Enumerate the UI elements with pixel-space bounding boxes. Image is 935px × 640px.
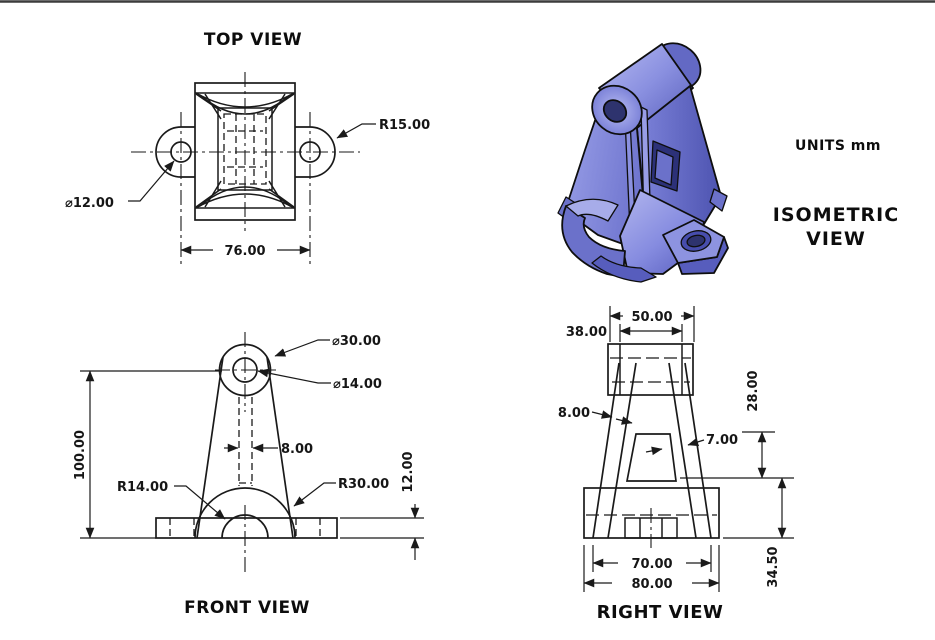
leader-arch-radius-text: R14.00 — [117, 480, 168, 495]
dim-boss-diameter: 38.00 — [566, 324, 683, 342]
dim-boss-diameter-text: 38.00 — [566, 325, 607, 340]
window-inner-face — [654, 149, 674, 186]
dim-tab-span: 76.00 — [180, 244, 311, 259]
leader-boss-od-text: ⌀30.00 — [332, 334, 381, 349]
dim-tab-span-text: 76.00 — [224, 244, 265, 259]
dim-window-height: 28.00 — [680, 370, 794, 479]
left-tab-outline — [155, 126, 195, 178]
leader-tab-radius: R15.00 — [336, 118, 430, 139]
dim-overall-height: 100.00 — [73, 370, 222, 539]
isometric-view-title-line2: VIEW — [806, 228, 866, 250]
right-tab-hole — [299, 141, 321, 163]
dim-overall-height-text: 100.00 — [73, 430, 88, 480]
leader-boss-id: ⌀14.00 — [257, 368, 382, 392]
dim-rib-width-text: 8.00 — [281, 442, 313, 457]
dim-rib-width: 8.00 — [224, 442, 313, 457]
cradle-top-band — [565, 198, 619, 222]
cradle-front-face — [561, 205, 626, 278]
leader-leg-thickness: 8.00 — [558, 406, 633, 425]
dim-base-inner-span: 70.00 — [592, 545, 712, 572]
leader-boss-id-text: ⌀14.00 — [333, 377, 382, 392]
tab-hole — [686, 234, 706, 248]
front-view-linework — [155, 332, 338, 575]
right-flange-tip — [709, 188, 728, 212]
cradle-bottom-face — [591, 255, 657, 283]
left-tab-hole — [170, 141, 192, 163]
leader-cradle-radius: R30.00 — [293, 477, 389, 507]
dim-boss-length-text: 50.00 — [631, 310, 672, 325]
dim-window-height-text: 28.00 — [746, 370, 761, 411]
units-label: UNITS mm — [795, 138, 881, 154]
leader-cradle-radius-text: R30.00 — [338, 477, 389, 492]
dim-base-inner-span-text: 70.00 — [631, 557, 672, 572]
front-view: 100.00 12.00 8.00 ⌀30.00 ⌀14.00 R14.00 — [73, 332, 424, 618]
top-view-linework — [131, 72, 360, 264]
leader-rib-thickness-text: 7.00 — [706, 433, 738, 448]
leader-rib-thickness: 7.00 — [645, 433, 738, 456]
right-view: 50.00 38.00 8.00 7.00 28.00 34.50 — [558, 306, 794, 623]
cradle-arc — [194, 487, 296, 539]
leader-leg-thickness-text: 8.00 — [558, 406, 590, 421]
cylinder-bore-hole — [602, 99, 628, 123]
leader-boss-od: ⌀30.00 — [274, 334, 381, 357]
leader-arch-radius: R14.00 — [117, 480, 226, 520]
right-view-linework — [583, 343, 720, 548]
dim-base-height-text: 12.00 — [401, 451, 416, 492]
isometric-view-title-line1: ISOMETRIC — [773, 204, 899, 226]
dim-lower-height-text: 34.50 — [766, 546, 781, 587]
dim-base-width: 80.00 — [583, 545, 720, 592]
leader-tab-hole-text: ⌀12.00 — [65, 196, 114, 211]
front-view-title: FRONT VIEW — [184, 598, 310, 618]
dim-base-height: 12.00 — [340, 451, 424, 560]
isometric-part — [557, 42, 729, 283]
right-view-title: RIGHT VIEW — [597, 602, 724, 623]
top-view: TOP VIEW — [65, 30, 430, 264]
window-trapezoid — [625, 433, 677, 482]
leader-tab-radius-text: R15.00 — [379, 118, 430, 133]
dim-base-width-text: 80.00 — [631, 577, 672, 592]
top-view-title: TOP VIEW — [204, 30, 302, 50]
isometric-view: UNITS mm ISOMETRIC VIEW — [557, 42, 899, 283]
dim-boss-length: 50.00 — [609, 306, 695, 342]
leader-tab-hole: ⌀12.00 — [65, 160, 175, 211]
right-tab-outline — [295, 126, 336, 178]
dim-lower-height: 34.50 — [723, 477, 794, 588]
